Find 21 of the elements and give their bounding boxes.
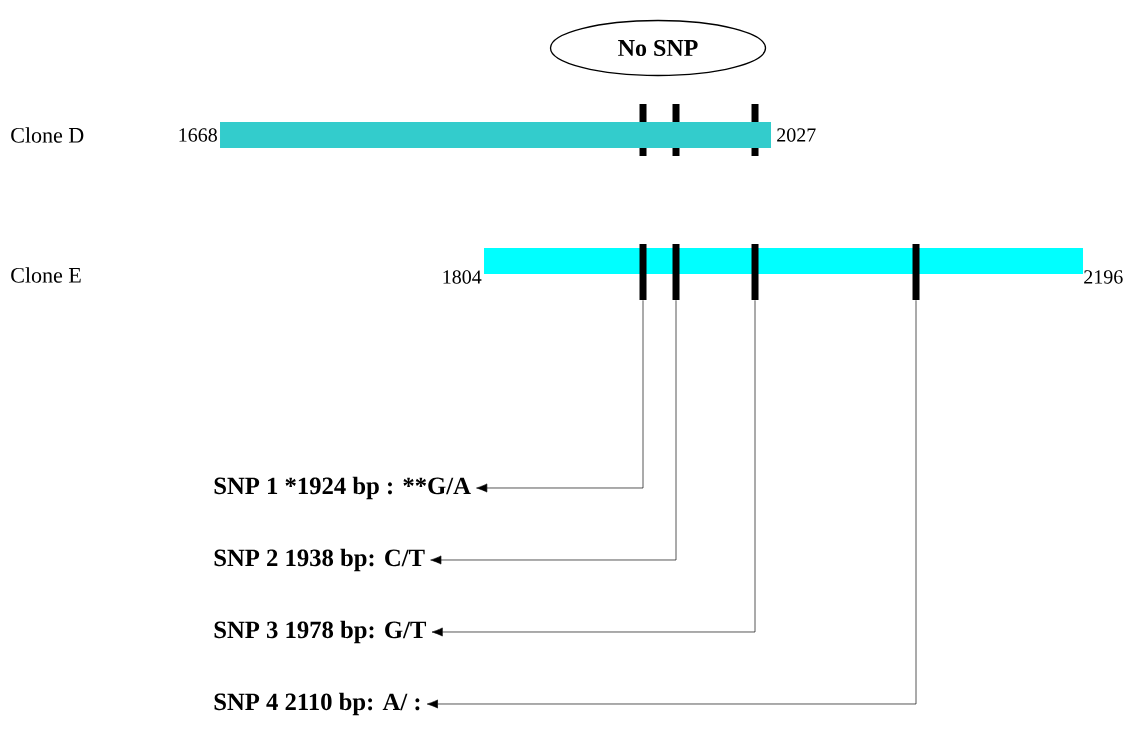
- leader-line: [430, 299, 677, 565]
- snp-marker: [912, 244, 920, 300]
- position-number: 2027: [777, 128, 816, 142]
- clone-bar: [220, 122, 771, 148]
- snp-label: SNP 4 2110 bp: A/ :: [214, 692, 420, 716]
- clone-bar: [484, 248, 1083, 274]
- snp-label: SNP 1 *1924 bp : **G/A: [214, 476, 471, 500]
- snp-marker: [672, 244, 680, 300]
- clone-name: Clone D: [11, 127, 84, 143]
- position-number: 2196: [1084, 270, 1123, 284]
- leader-line: [476, 299, 644, 493]
- position-number: 1668: [179, 128, 217, 142]
- snp-marker: [751, 244, 759, 300]
- oval-callout: No SNP: [549, 19, 767, 77]
- leader-line: [431, 299, 756, 637]
- snp-label: SNP 3 1978 bp: G/T: [214, 620, 426, 644]
- snp-label: SNP 2 1938 bp: C/T: [214, 548, 425, 572]
- clone-name: Clone E: [11, 267, 81, 283]
- snp-marker: [639, 244, 647, 300]
- leader-line: [426, 299, 917, 709]
- position-number: 1804: [443, 270, 482, 284]
